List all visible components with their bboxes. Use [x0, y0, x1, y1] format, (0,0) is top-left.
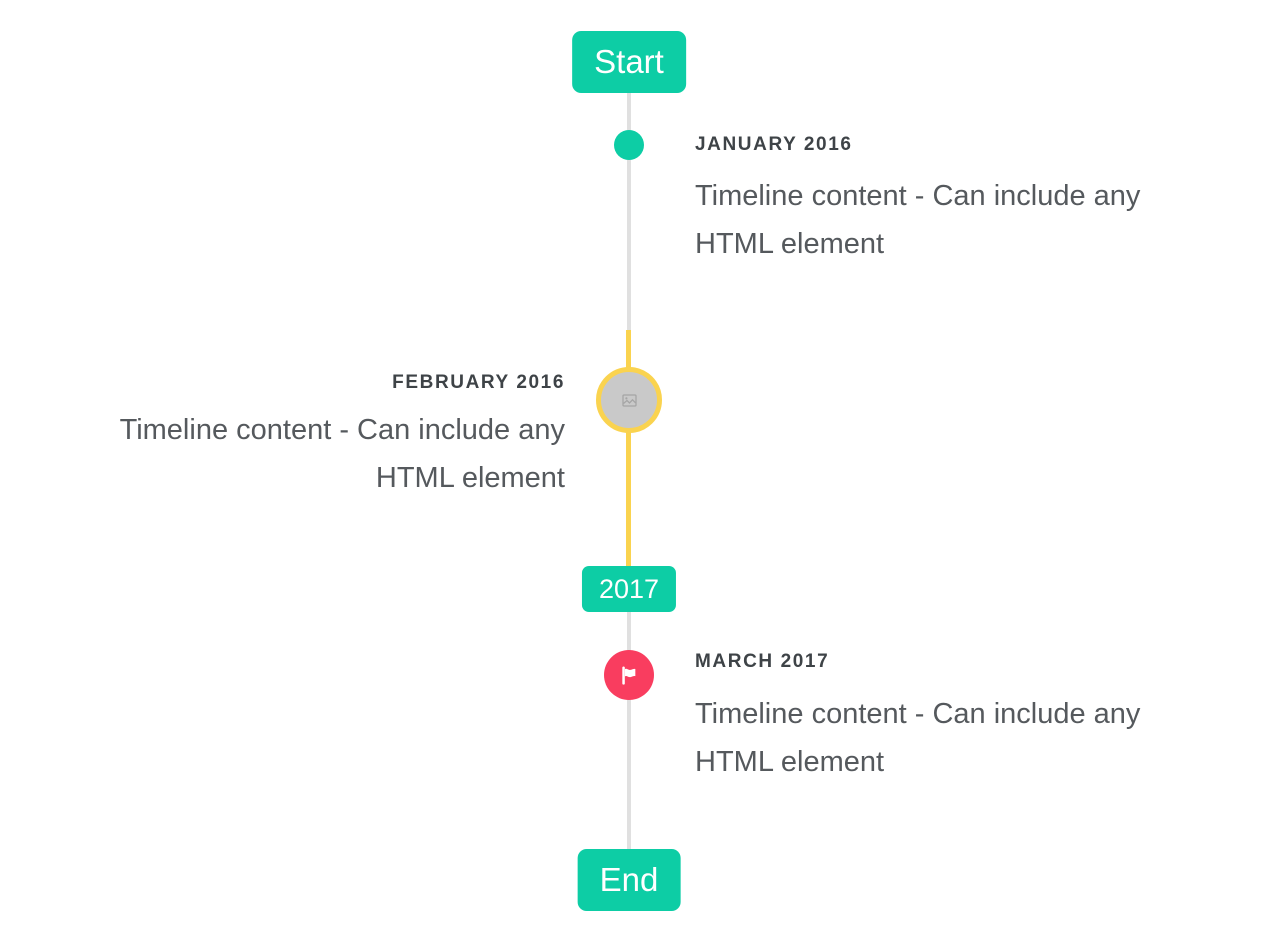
item-content-march: Timeline content - Can include any HTML … — [695, 690, 1240, 786]
item-date-march: MARCH 2017 — [695, 651, 830, 672]
timeline-end-badge: End — [577, 849, 681, 911]
timeline-start-badge: Start — [572, 31, 686, 93]
end-label: End — [599, 861, 659, 898]
item-content-line: HTML element — [375, 462, 565, 494]
item-content-february: Timeline content - Can include any HTML … — [25, 406, 565, 502]
item-content-january: Timeline content - Can include any HTML … — [695, 172, 1240, 268]
year-label: 2017 — [598, 573, 660, 604]
item-content-line: HTML element — [695, 746, 885, 778]
timeline-line-highlight-segment — [626, 330, 631, 566]
item-content-line: Timeline content - Can include any — [695, 180, 1141, 212]
flag-icon — [617, 663, 642, 688]
marker-dot-january — [614, 130, 644, 160]
item-content-line: Timeline content - Can include any — [695, 698, 1141, 730]
marker-flag-march — [604, 650, 654, 700]
start-label: Start — [594, 43, 664, 80]
item-date-january: JANUARY 2016 — [695, 134, 853, 155]
broken-image-icon — [621, 393, 637, 407]
timeline-year-badge: 2017 — [581, 566, 677, 612]
item-content-line: Timeline content - Can include any — [119, 414, 565, 446]
marker-image-february — [596, 367, 662, 433]
item-content-line: HTML element — [695, 228, 885, 260]
item-date-february: FEBRUARY 2016 — [392, 372, 565, 393]
